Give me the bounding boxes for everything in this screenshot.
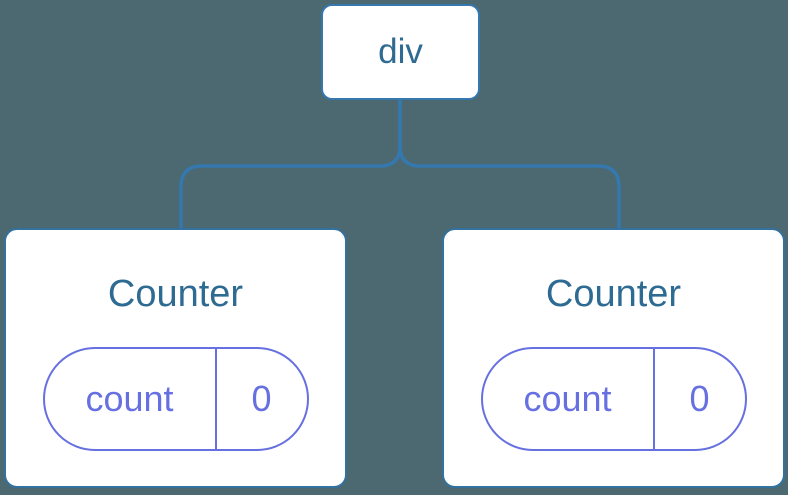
state-pill: count 0 (480, 346, 747, 451)
counter-card-title: Counter (545, 273, 682, 315)
root-node: div (321, 4, 480, 100)
counter-card-title: Counter (107, 273, 244, 315)
root-node-label: div (378, 32, 423, 71)
counter-card-left: Counter count 0 (4, 228, 347, 488)
connector-right-branch (398, 99, 621, 229)
state-value: 0 (251, 377, 272, 419)
counter-card-right: Counter count 0 (442, 228, 785, 488)
state-pill: count 0 (42, 346, 309, 451)
state-key-label: count (483, 348, 655, 449)
connector-left-branch (179, 99, 402, 229)
state-value: 0 (689, 377, 710, 419)
state-key-label: count (45, 348, 217, 449)
